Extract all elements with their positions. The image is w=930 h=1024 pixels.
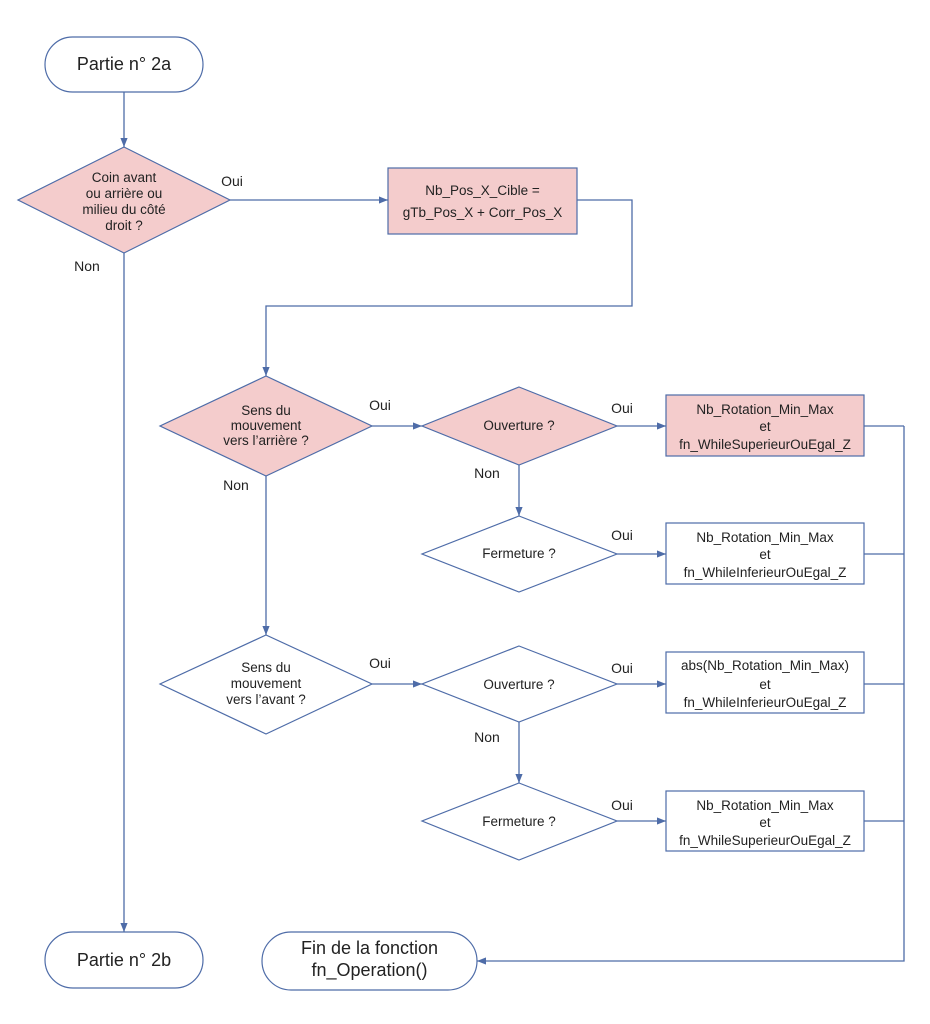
edge-label-arriere-ouverture-non: Non — [474, 465, 500, 481]
edge-label-avant-ouverture-non: Non — [474, 729, 500, 745]
decision-label-line: vers l’avant ? — [226, 692, 306, 707]
process-label-line: fn_WhileInferieurOuEgal_Z — [684, 565, 847, 580]
decision-label-line: Ouverture ? — [483, 418, 554, 433]
edge-label-coin-oui: Oui — [221, 173, 243, 189]
decision-coin: Coin avant ou arrière ou milieu du côté … — [16, 146, 232, 254]
decision-label-line: milieu du côté — [82, 202, 165, 217]
process-label-line: et — [759, 815, 771, 830]
decision-label-line: mouvement — [231, 676, 302, 691]
decision-label-line: Sens du — [241, 403, 291, 418]
terminal-partie-2a: Partie n° 2a — [44, 36, 204, 93]
decision-sens-arriere: Sens du mouvement vers l’arrière ? — [158, 375, 374, 477]
process-nb-pos-x-cible: Nb_Pos_X_Cible = gTb_Pos_X + Corr_Pos_X — [387, 167, 578, 235]
connectors — [120, 92, 905, 965]
decision-avant-ouverture: Ouverture ? — [420, 645, 619, 723]
connector-cible-to-arriere — [262, 199, 633, 376]
process-arriere-fermeture: Nb_Rotation_Min_Max et fn_WhileInferieur… — [665, 522, 865, 585]
decision-arriere-fermeture: Fermeture ? — [420, 515, 619, 593]
process-shape — [665, 394, 865, 457]
process-shape — [665, 790, 865, 852]
process-shape — [665, 651, 865, 714]
process-avant-fermeture: Nb_Rotation_Min_Max et fn_WhileSuperieur… — [665, 790, 865, 852]
decision-shape — [420, 645, 619, 723]
decision-label-line: Fermeture ? — [482, 814, 556, 829]
terminal-partie-2b: Partie n° 2b — [44, 931, 204, 989]
process-shape — [387, 167, 578, 235]
process-label-line: et — [759, 547, 771, 562]
edge-label-avant-oui: Oui — [369, 655, 391, 671]
process-label-line: fn_WhileSuperieurOuEgal_Z — [679, 437, 851, 452]
decision-shape — [158, 375, 374, 477]
decision-label-line: mouvement — [231, 418, 302, 433]
edge-label-avant-ouverture-oui: Oui — [611, 660, 633, 676]
terminal-shape — [44, 36, 204, 93]
terminal-shape — [44, 931, 204, 989]
decision-label-line: Sens du — [241, 660, 291, 675]
decision-shape — [420, 386, 619, 466]
decision-label-line: Coin avant — [92, 170, 157, 185]
decision-shape — [16, 146, 232, 254]
edge-label-coin-non: Non — [74, 258, 100, 274]
edge-label-avant-fermeture-oui: Oui — [611, 797, 633, 813]
terminal-label-line: fn_Operation() — [311, 960, 427, 981]
process-avant-ouverture: abs(Nb_Rotation_Min_Max) et fn_WhileInfe… — [665, 651, 865, 714]
edge-labels: Oui Non Oui Non Oui Non Oui Oui Oui Non … — [74, 173, 633, 813]
terminal-fin-fonction: Fin de la fonction fn_Operation() — [261, 931, 478, 991]
process-label-line: fn_WhileSuperieurOuEgal_Z — [679, 833, 851, 848]
process-label-line: fn_WhileInferieurOuEgal_Z — [684, 695, 847, 710]
process-shape — [665, 522, 865, 585]
process-label-line: Nb_Rotation_Min_Max — [696, 402, 834, 417]
decision-label-line: vers l’arrière ? — [223, 433, 309, 448]
process-label-line: et — [759, 419, 771, 434]
decision-shape — [420, 782, 619, 861]
terminal-shape — [261, 931, 478, 991]
terminal-label: Partie n° 2a — [77, 54, 172, 74]
decision-shape — [158, 634, 374, 735]
process-label-line: Nb_Pos_X_Cible = — [425, 183, 540, 198]
process-label-line: gTb_Pos_X + Corr_Pos_X — [403, 205, 562, 220]
edge-label-arriere-ouverture-oui: Oui — [611, 400, 633, 416]
edge-label-arriere-fermeture-oui: Oui — [611, 527, 633, 543]
decision-shape — [420, 515, 619, 593]
decision-sens-avant: Sens du mouvement vers l’avant ? — [158, 634, 374, 735]
process-label-line: Nb_Rotation_Min_Max — [696, 530, 834, 545]
decision-avant-fermeture: Fermeture ? — [420, 782, 619, 861]
decision-label-line: ou arrière ou — [86, 186, 163, 201]
decision-arriere-ouverture: Ouverture ? — [420, 386, 619, 466]
process-arriere-ouverture: Nb_Rotation_Min_Max et fn_WhileSuperieur… — [665, 394, 865, 457]
process-label-line: et — [759, 677, 771, 692]
decision-label-line: Ouverture ? — [483, 677, 554, 692]
connector-bus-to-fin — [477, 426, 905, 965]
terminal-label-line: Fin de la fonction — [301, 938, 438, 958]
decision-label-line: droit ? — [105, 218, 143, 233]
process-label-line: abs(Nb_Rotation_Min_Max) — [681, 658, 849, 673]
terminal-label: Partie n° 2b — [77, 950, 171, 970]
decision-label-line: Fermeture ? — [482, 546, 556, 561]
edge-label-arriere-oui: Oui — [369, 397, 391, 413]
edge-label-arriere-non: Non — [223, 477, 249, 493]
process-label-line: Nb_Rotation_Min_Max — [696, 798, 834, 813]
